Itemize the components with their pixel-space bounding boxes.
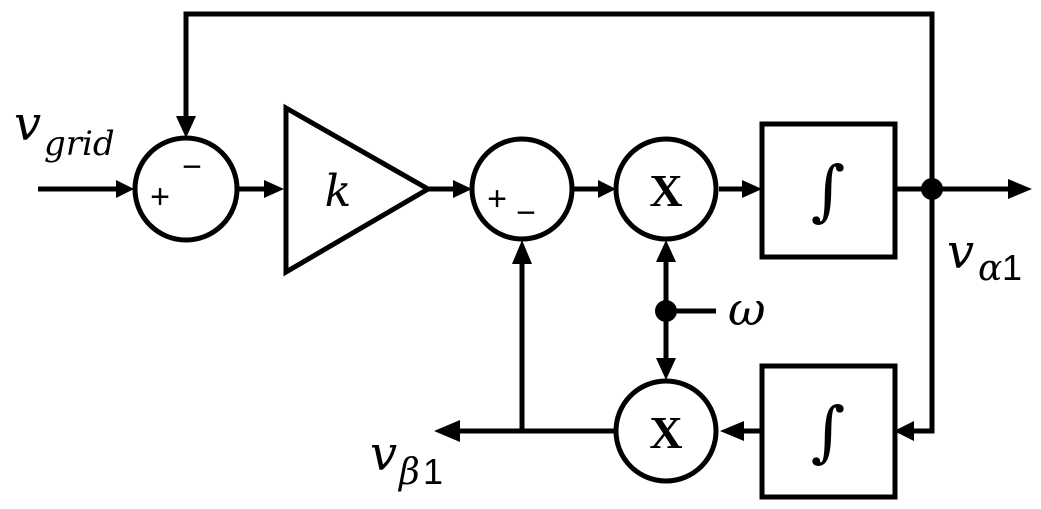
arrow-into-sum2 bbox=[453, 180, 472, 198]
integrator-1: ∫ bbox=[759, 121, 898, 260]
multiplier-2-symbol: X bbox=[649, 407, 682, 458]
arrow-into-mult2-top bbox=[656, 358, 676, 380]
output-beta-subscript-num: 1 bbox=[423, 451, 443, 492]
omega-label: ω bbox=[728, 282, 766, 336]
output-beta-label: v β 1 bbox=[370, 426, 443, 493]
output-beta-symbol: v bbox=[370, 426, 397, 482]
input-label-subscript: grid bbox=[44, 124, 115, 164]
integrator-1-symbol: ∫ bbox=[811, 152, 845, 229]
integrator-2-symbol: ∫ bbox=[811, 393, 845, 470]
sum-junction-2: + − bbox=[469, 136, 575, 242]
multiplier-2: X bbox=[613, 378, 719, 484]
output-alpha-subscript-greek: α bbox=[978, 248, 1002, 289]
input-label-symbol: v bbox=[14, 96, 41, 152]
sum1-plus-sign: + bbox=[150, 178, 170, 216]
gain-block: k bbox=[283, 103, 433, 277]
output-alpha-symbol: v bbox=[947, 224, 974, 280]
gain-label: k bbox=[325, 166, 352, 217]
top-feedback-line bbox=[183, 11, 935, 189]
arrow-into-int1 bbox=[742, 180, 762, 198]
output-alpha-label: v α 1 bbox=[947, 224, 1022, 289]
sum-junction-1: + − bbox=[132, 135, 240, 243]
sum1-minus-sign: − bbox=[182, 148, 202, 186]
multiplier-1-symbol: X bbox=[649, 165, 682, 216]
arrow-into-sum2-bottom bbox=[512, 240, 532, 264]
arrow-into-mult1-bottom bbox=[656, 240, 676, 262]
omega-branch-dot bbox=[655, 300, 677, 322]
arrow-output-alpha bbox=[1008, 179, 1032, 199]
output-alpha-subscript-num: 1 bbox=[1002, 247, 1022, 288]
arrow-output-beta bbox=[434, 420, 460, 442]
sum2-plus-sign: + bbox=[487, 180, 507, 218]
right-feedback-line bbox=[912, 189, 935, 434]
arrow-into-sum1-top bbox=[176, 116, 196, 138]
input-label: v grid bbox=[14, 96, 115, 164]
arrow-into-mult2 bbox=[720, 421, 744, 441]
output-branch-dot bbox=[921, 178, 943, 200]
output-beta-subscript-greek: β bbox=[397, 452, 420, 493]
integrator-2: ∫ bbox=[759, 363, 898, 500]
arrow-into-sum1 bbox=[116, 180, 134, 198]
multiplier-1: X bbox=[613, 136, 719, 242]
arrow-into-int2 bbox=[894, 421, 914, 441]
arrow-into-mult1 bbox=[598, 180, 616, 198]
sum2-minus-sign: − bbox=[516, 194, 536, 232]
arrow-into-gain bbox=[264, 180, 284, 198]
